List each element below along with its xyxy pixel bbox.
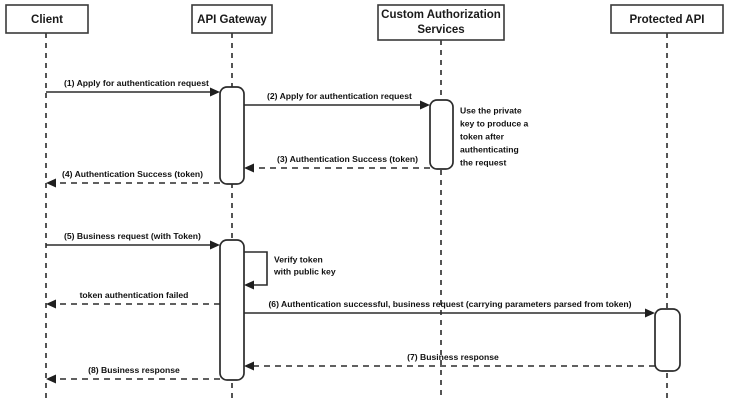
activation-bars-group [219, 86, 681, 381]
message-self-verify-token-arrowhead [244, 280, 254, 290]
message-8-arrowhead [46, 374, 56, 384]
message-self-verify-token[interactable]: Verify token with public key [244, 251, 336, 290]
lifeline-header-client[interactable]: Client [5, 4, 89, 34]
message-1-label: (1) Apply for authentication request [64, 78, 209, 88]
message-4[interactable]: (4) Authentication Success (token) [46, 169, 220, 188]
lifeline-label-custom-auth-line1: Custom Authorization [381, 9, 501, 21]
note-private-key-line-5: the request [460, 157, 506, 167]
message-7-label: (7) Business response [407, 352, 499, 362]
note-private-key: Use the private key to produce a token a… [460, 105, 529, 167]
lifeline-box-api-gateway[interactable] [191, 4, 273, 34]
message-6-label: (6) Authentication successful, business … [268, 299, 631, 309]
activation-bar-custom-auth[interactable] [429, 99, 454, 170]
message-self-verify-token-label-line2: with public key [273, 266, 336, 276]
lifeline-header-api-gateway[interactable]: API Gateway [191, 4, 273, 34]
note-private-key-line-3: token after [460, 131, 505, 141]
message-5[interactable]: (5) Business request (with Token) [46, 231, 220, 250]
lifeline-label-client: Client [31, 14, 63, 26]
message-6[interactable]: (6) Authentication successful, business … [244, 299, 655, 318]
activation-bar-protected-api[interactable] [654, 308, 681, 372]
note-private-key-line-1: Use the private [460, 105, 522, 115]
message-self-verify-token-label-line1: Verify token [274, 254, 323, 264]
message-5-label: (5) Business request (with Token) [64, 231, 201, 241]
lifeline-header-custom-auth[interactable]: Custom Authorization Services [377, 4, 505, 41]
lifeline-label-protected-api: Protected API [630, 14, 705, 26]
lifeline-label-api-gateway: API Gateway [197, 14, 267, 26]
message-1[interactable]: (1) Apply for authentication request [46, 78, 220, 97]
message-2[interactable]: (2) Apply for authentication request [244, 91, 430, 110]
message-4-label: (4) Authentication Success (token) [62, 169, 203, 179]
note-private-key-line-2: key to produce a [460, 118, 529, 128]
message-7-arrowhead [244, 361, 254, 371]
message-token-authentication-failed-arrowhead [46, 299, 56, 309]
message-token-authentication-failed-label: token authentication failed [80, 290, 189, 300]
activation-bar-api-gateway-auth[interactable] [219, 86, 245, 185]
message-8-label: (8) Business response [88, 365, 180, 375]
lifeline-box-protected-api[interactable] [610, 4, 724, 34]
message-3-label: (3) Authentication Success (token) [277, 154, 418, 164]
lifeline-box-client[interactable] [5, 4, 89, 34]
message-4-arrowhead [46, 178, 56, 188]
message-6-arrowhead [645, 308, 655, 318]
activation-bar-api-gateway-business[interactable] [219, 239, 245, 381]
message-1-arrowhead [210, 87, 220, 97]
message-8[interactable]: (8) Business response [46, 365, 220, 384]
note-private-key-line-4: authenticating [460, 144, 519, 154]
message-7[interactable]: (7) Business response [244, 352, 655, 371]
message-self-verify-token-line [244, 251, 268, 286]
message-2-label: (2) Apply for authentication request [267, 91, 412, 101]
message-token-authentication-failed[interactable]: token authentication failed [46, 290, 220, 309]
message-2-arrowhead [420, 100, 430, 110]
lifeline-header-protected-api[interactable]: Protected API [610, 4, 724, 34]
message-3[interactable]: (3) Authentication Success (token) [244, 154, 430, 173]
message-5-arrowhead [210, 240, 220, 250]
message-3-arrowhead [244, 163, 254, 173]
lifeline-box-custom-auth[interactable] [377, 4, 505, 41]
lifeline-label-custom-auth-line2: Services [417, 24, 464, 36]
